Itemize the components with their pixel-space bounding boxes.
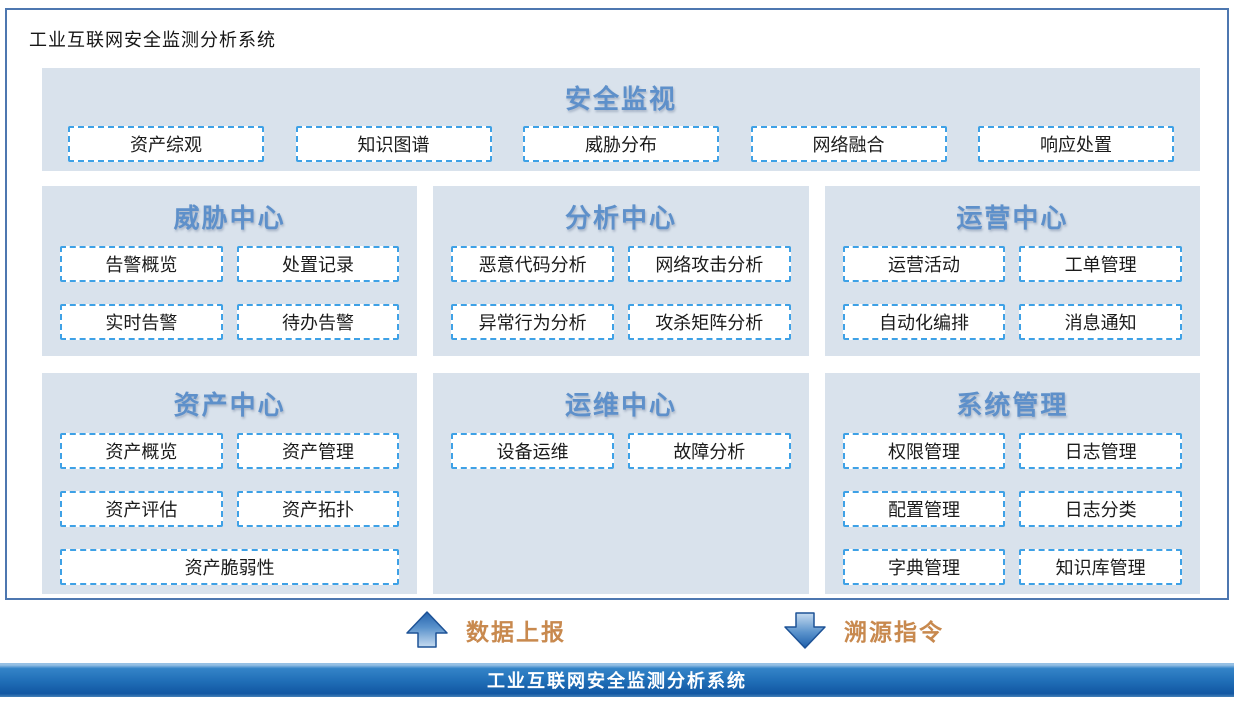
module-permission-management-chip[interactable]: 权限管理 bbox=[842, 433, 1006, 469]
panel-analysis-center-items: 恶意代码分析 网络攻击分析 异常行为分析 攻杀矩阵分析 bbox=[433, 234, 808, 340]
panel-om-center: 运维中心 设备运维 故障分析 bbox=[433, 373, 809, 594]
panel-om-center-items: 设备运维 故障分析 bbox=[433, 421, 808, 469]
panel-threat-center-items: 告警概览 处置记录 实时告警 待办告警 bbox=[42, 234, 417, 340]
module-fault-analysis-chip[interactable]: 故障分析 bbox=[627, 433, 791, 469]
module-operation-activities-chip[interactable]: 运营活动 bbox=[842, 246, 1006, 282]
panel-asset-center: 资产中心 资产概览 资产管理 资产评估 资产拓扑 资产脆弱性 bbox=[42, 373, 418, 594]
module-knowledge-base-management-chip[interactable]: 知识库管理 bbox=[1019, 549, 1182, 585]
panel-om-center-title: 运维中心 bbox=[564, 389, 677, 420]
panel-asset-center-title: 资产中心 bbox=[173, 389, 286, 420]
panel-threat-center: 威胁中心 告警概览 处置记录 实时告警 待办告警 bbox=[42, 186, 418, 356]
panel-system-management-items: 权限管理 日志管理 配置管理 日志分类 字典管理 知识库管理 bbox=[825, 421, 1200, 585]
module-response-handling-chip[interactable]: 响应处置 bbox=[978, 126, 1174, 162]
flow-trace-command-label: 溯源指令 bbox=[844, 619, 944, 645]
panel-operations-center: 运营中心 运营活动 工单管理 自动化编排 消息通知 bbox=[824, 186, 1200, 356]
module-log-classification-chip[interactable]: 日志分类 bbox=[1019, 491, 1182, 527]
page-title: 工业互联网安全监测分析系统 bbox=[29, 30, 276, 50]
module-device-om-chip[interactable]: 设备运维 bbox=[451, 433, 614, 469]
module-message-notification-chip[interactable]: 消息通知 bbox=[1019, 304, 1182, 340]
module-malware-analysis-chip[interactable]: 恶意代码分析 bbox=[451, 246, 614, 282]
module-automation-orchestration-chip[interactable]: 自动化编排 bbox=[842, 304, 1006, 340]
module-knowledge-graph-chip[interactable]: 知识图谱 bbox=[295, 126, 492, 162]
module-work-order-management-chip[interactable]: 工单管理 bbox=[1019, 246, 1182, 282]
module-kill-matrix-analysis-chip[interactable]: 攻杀矩阵分析 bbox=[627, 304, 791, 340]
arrow-up-icon bbox=[406, 611, 448, 648]
flow-trace-command: 溯源指令 bbox=[784, 608, 944, 652]
panel-security-monitoring-title: 安全监视 bbox=[564, 83, 677, 114]
panel-operations-center-title: 运营中心 bbox=[956, 202, 1069, 233]
module-network-fusion-chip[interactable]: 网络融合 bbox=[750, 126, 947, 162]
module-anomaly-behavior-analysis-chip[interactable]: 异常行为分析 bbox=[451, 304, 614, 340]
panel-security-monitoring: 安全监视 资产综观 知识图谱 威胁分布 网络融合 响应处置 bbox=[42, 68, 1200, 171]
module-asset-management-chip[interactable]: 资产管理 bbox=[236, 433, 400, 469]
module-dictionary-management-chip[interactable]: 字典管理 bbox=[842, 549, 1006, 585]
panel-analysis-center: 分析中心 恶意代码分析 网络攻击分析 异常行为分析 攻杀矩阵分析 bbox=[433, 186, 809, 356]
flow-data-report-label: 数据上报 bbox=[466, 619, 566, 645]
module-log-management-chip[interactable]: 日志管理 bbox=[1019, 433, 1182, 469]
panel-system-management-title: 系统管理 bbox=[956, 389, 1069, 420]
panel-asset-center-items: 资产概览 资产管理 资产评估 资产拓扑 资产脆弱性 bbox=[42, 421, 417, 585]
panel-analysis-center-title: 分析中心 bbox=[564, 202, 677, 233]
module-realtime-alerts-chip[interactable]: 实时告警 bbox=[60, 304, 223, 340]
arrow-down-icon bbox=[784, 612, 826, 649]
flow-data-report: 数据上报 bbox=[406, 608, 566, 652]
panel-row-bottom: 资产中心 资产概览 资产管理 资产评估 资产拓扑 资产脆弱性 运维中心 设备运维… bbox=[42, 373, 1200, 594]
main-frame: 工业互联网安全监测分析系统 安全监视 资产综观 知识图谱 威胁分布 网络融合 响… bbox=[5, 8, 1229, 600]
module-network-attack-analysis-chip[interactable]: 网络攻击分析 bbox=[627, 246, 791, 282]
platform-footer-bar: 工业互联网安全监测分析系统 bbox=[0, 663, 1234, 697]
module-config-management-chip[interactable]: 配置管理 bbox=[842, 491, 1006, 527]
panel-threat-center-title: 威胁中心 bbox=[173, 202, 286, 233]
module-asset-summary-chip[interactable]: 资产概览 bbox=[60, 433, 223, 469]
module-disposal-records-chip[interactable]: 处置记录 bbox=[236, 246, 400, 282]
module-alert-overview-chip[interactable]: 告警概览 bbox=[60, 246, 223, 282]
module-asset-overview-chip[interactable]: 资产综观 bbox=[68, 126, 264, 162]
panel-operations-center-items: 运营活动 工单管理 自动化编排 消息通知 bbox=[825, 234, 1200, 340]
module-asset-assessment-chip[interactable]: 资产评估 bbox=[60, 491, 223, 527]
panel-row-middle: 威胁中心 告警概览 处置记录 实时告警 待办告警 分析中心 恶意代码分析 网络攻… bbox=[42, 186, 1200, 356]
platform-footer-label: 工业互联网安全监测分析系统 bbox=[487, 671, 747, 691]
module-pending-alerts-chip[interactable]: 待办告警 bbox=[236, 304, 400, 340]
panel-security-monitoring-items: 资产综观 知识图谱 威胁分布 网络融合 响应处置 bbox=[42, 126, 1200, 162]
module-asset-vulnerability-chip[interactable]: 资产脆弱性 bbox=[60, 549, 400, 585]
panel-system-management: 系统管理 权限管理 日志管理 配置管理 日志分类 字典管理 知识库管理 bbox=[824, 373, 1200, 594]
module-asset-topology-chip[interactable]: 资产拓扑 bbox=[236, 491, 400, 527]
module-threat-distribution-chip[interactable]: 威胁分布 bbox=[523, 126, 719, 162]
